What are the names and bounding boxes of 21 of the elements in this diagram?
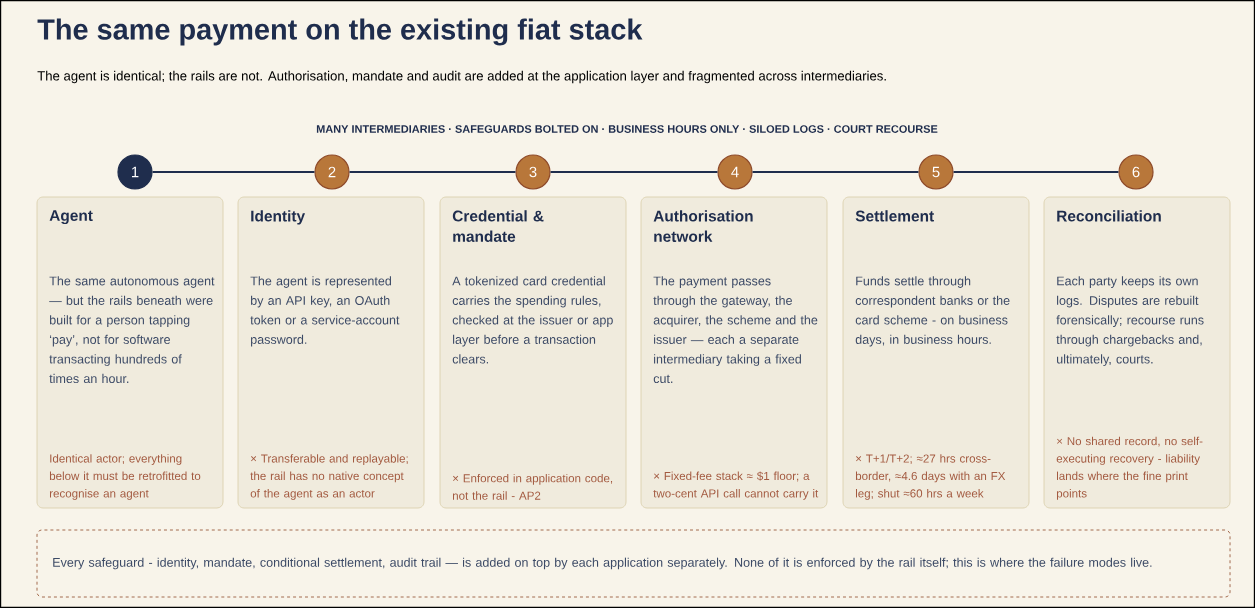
- step-card: Authorisation network The payment passes through the gateway, the acquirer, the scheme and the issuer — each a separate intermediary taking a fixed cut. × Fixed-fee stack ≈ $1 floor; a two-cent API call cannot carry it: [640, 196, 828, 509]
- step-number: 1: [117, 154, 153, 190]
- connector-line: [349, 170, 516, 174]
- connector-line: [550, 170, 718, 174]
- step-card: Reconciliation Each party keeps its own logs. Disputes are rebuilt forensically; recourse runs through chargebacks and, ultimately, courts. × No shared record, no self-executing recovery - liability lands where the fine print points: [1043, 196, 1231, 509]
- step-number: 6: [1118, 154, 1154, 190]
- step-number: 2: [314, 154, 350, 190]
- step-card: Identity The agent is represented by an API key, an OAuth token or a service-account password. × Transferable and replayable; the rail has no native concept of the agent as an actor: [237, 196, 425, 509]
- step-card: Settlement Funds settle through correspondent banks or the card scheme - on business days, in business hours. × T+1/T+2; ≈27 hrs cross-border, ≈4.6 days with an FX leg; shut ≈60 hrs a week: [842, 196, 1030, 509]
- connector-line: [752, 170, 919, 174]
- title: The same payment on the existing fiat stack: [37, 18, 643, 46]
- step-number: 3: [515, 154, 551, 190]
- step-card: Credential & mandate A tokenized card credential carries the spending rules, checked at the issuer or app layer before a transaction clears. × Enforced in application code, not the rail - AP2: [439, 196, 627, 509]
- tagline: MANY INTERMEDIARIES · SAFEGUARDS BOLTED ON · BUSINESS HOURS ONLY · SILOED LOGS · COURT RECOURSE: [316, 125, 938, 133]
- connector-line: [152, 170, 315, 174]
- note-box: Every safeguard - identity, mandate, conditional settlement, audit trail — is added on top by each application separately. None of it is enforced by the rail itself; this is where the failure modes live.: [36, 529, 1231, 598]
- step-card: Agent The same autonomous agent — but the rails beneath were built for a person tapping ‘pay’, not for software transacting hundreds of times an hour. Identical actor; everything below it must be retrofitted to recognise an agent: [36, 196, 224, 509]
- subtitle: The agent is identical; the rails are not. Authorisation, mandate and audit are added at the application layer and fragmented across intermediaries.: [37, 70, 886, 84]
- step-number: 5: [918, 154, 954, 190]
- connector-line: [953, 170, 1119, 174]
- step-number: 4: [717, 154, 753, 190]
